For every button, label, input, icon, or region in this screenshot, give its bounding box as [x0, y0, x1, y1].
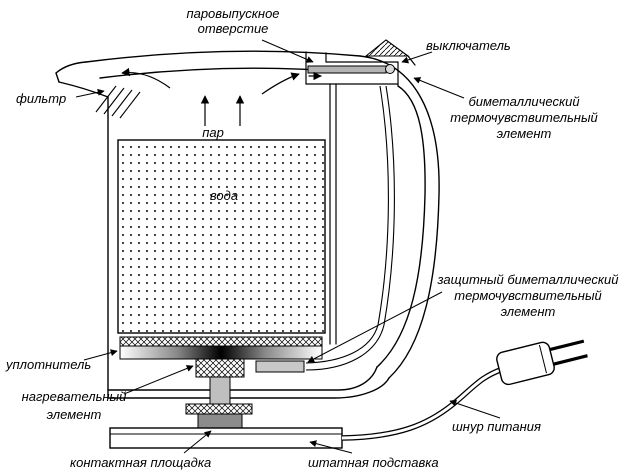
switch-pivot [385, 64, 395, 74]
water-chamber [117, 139, 326, 334]
water-fill [117, 139, 326, 334]
label-steam: пар [202, 125, 224, 140]
label-steam-outlet-line-1: паровыпускное [186, 6, 279, 21]
label-heating-element-line-1: нагревательный [22, 389, 127, 404]
leader-switch [401, 51, 433, 64]
bottom-outer [107, 377, 390, 399]
labels: паровыпускное отверстие выключатель филь… [5, 6, 618, 470]
steam-curve-right-arrow [261, 72, 300, 95]
spout-top [55, 61, 87, 74]
label-protective-bimetal-line-1: защитный биметаллический [437, 272, 619, 287]
heating-element-band [119, 345, 323, 360]
contact-connector [209, 376, 231, 405]
lid-top [85, 50, 361, 63]
steam-flow [121, 67, 300, 126]
label-seal: уплотнитель [5, 357, 91, 372]
label-power-cord: шнур питания [452, 419, 541, 434]
contact-assembly [185, 358, 253, 429]
bimetal-strip [307, 65, 387, 74]
contact-block [197, 413, 243, 429]
label-protective-bimetal-line-3: элемент [501, 304, 556, 319]
seal-strip [119, 336, 323, 347]
label-stand: штатная подставка [308, 455, 439, 470]
leader-protective-bimetal [307, 291, 443, 363]
leader-power-cord [449, 399, 501, 419]
steam-curve-left-arrow [121, 67, 171, 89]
heater-assembly [119, 336, 323, 373]
switch-lever [407, 55, 416, 66]
internal-wires [305, 85, 395, 371]
leader-contact-pad [183, 430, 212, 454]
stand-base [109, 427, 343, 449]
plug-face-line [538, 344, 547, 374]
label-bimetal-line-2: термочувствительный [450, 110, 598, 125]
spout-bottom [58, 81, 109, 98]
plug-prong-bottom [553, 354, 588, 366]
plug-body [496, 341, 555, 386]
label-contact-pad: контактная площадка [70, 455, 211, 470]
bottom-inner [107, 366, 378, 391]
plug [496, 339, 588, 386]
contact-hatch-upper [195, 358, 245, 378]
handle-inner [376, 85, 426, 368]
leader-lines [75, 39, 501, 454]
switch-assembly [305, 39, 416, 87]
spout-tip [55, 72, 60, 83]
kettle-body [55, 50, 440, 399]
leader-steam-outlet [261, 39, 314, 63]
label-steam-outlet-line-2: отверстие [198, 21, 269, 36]
label-filter: фильтр [16, 91, 66, 106]
label-protective-bimetal-line-2: термочувствительный [454, 288, 602, 303]
stand-body [109, 427, 343, 449]
label-water: вода [210, 188, 238, 203]
leader-seal [83, 349, 118, 361]
filter-grid [95, 85, 141, 119]
plug-prong-top [549, 339, 585, 352]
label-switch: выключатель [426, 38, 511, 53]
handle-outer [359, 55, 440, 379]
protective-bimetal-element [255, 360, 305, 373]
label-bimetal-line-3: элемент [497, 126, 552, 141]
leader-stand [309, 440, 353, 454]
label-heating-element-line-2: элемент [47, 407, 102, 422]
wire-2 [305, 85, 395, 371]
contact-plate [185, 403, 253, 415]
leader-heating-element [123, 365, 194, 395]
switch-button [364, 39, 410, 57]
wire-1 [305, 85, 389, 364]
label-bimetal-line-1: биметаллический [468, 94, 579, 109]
leader-filter [75, 88, 105, 98]
leader-bimetal [413, 77, 465, 99]
